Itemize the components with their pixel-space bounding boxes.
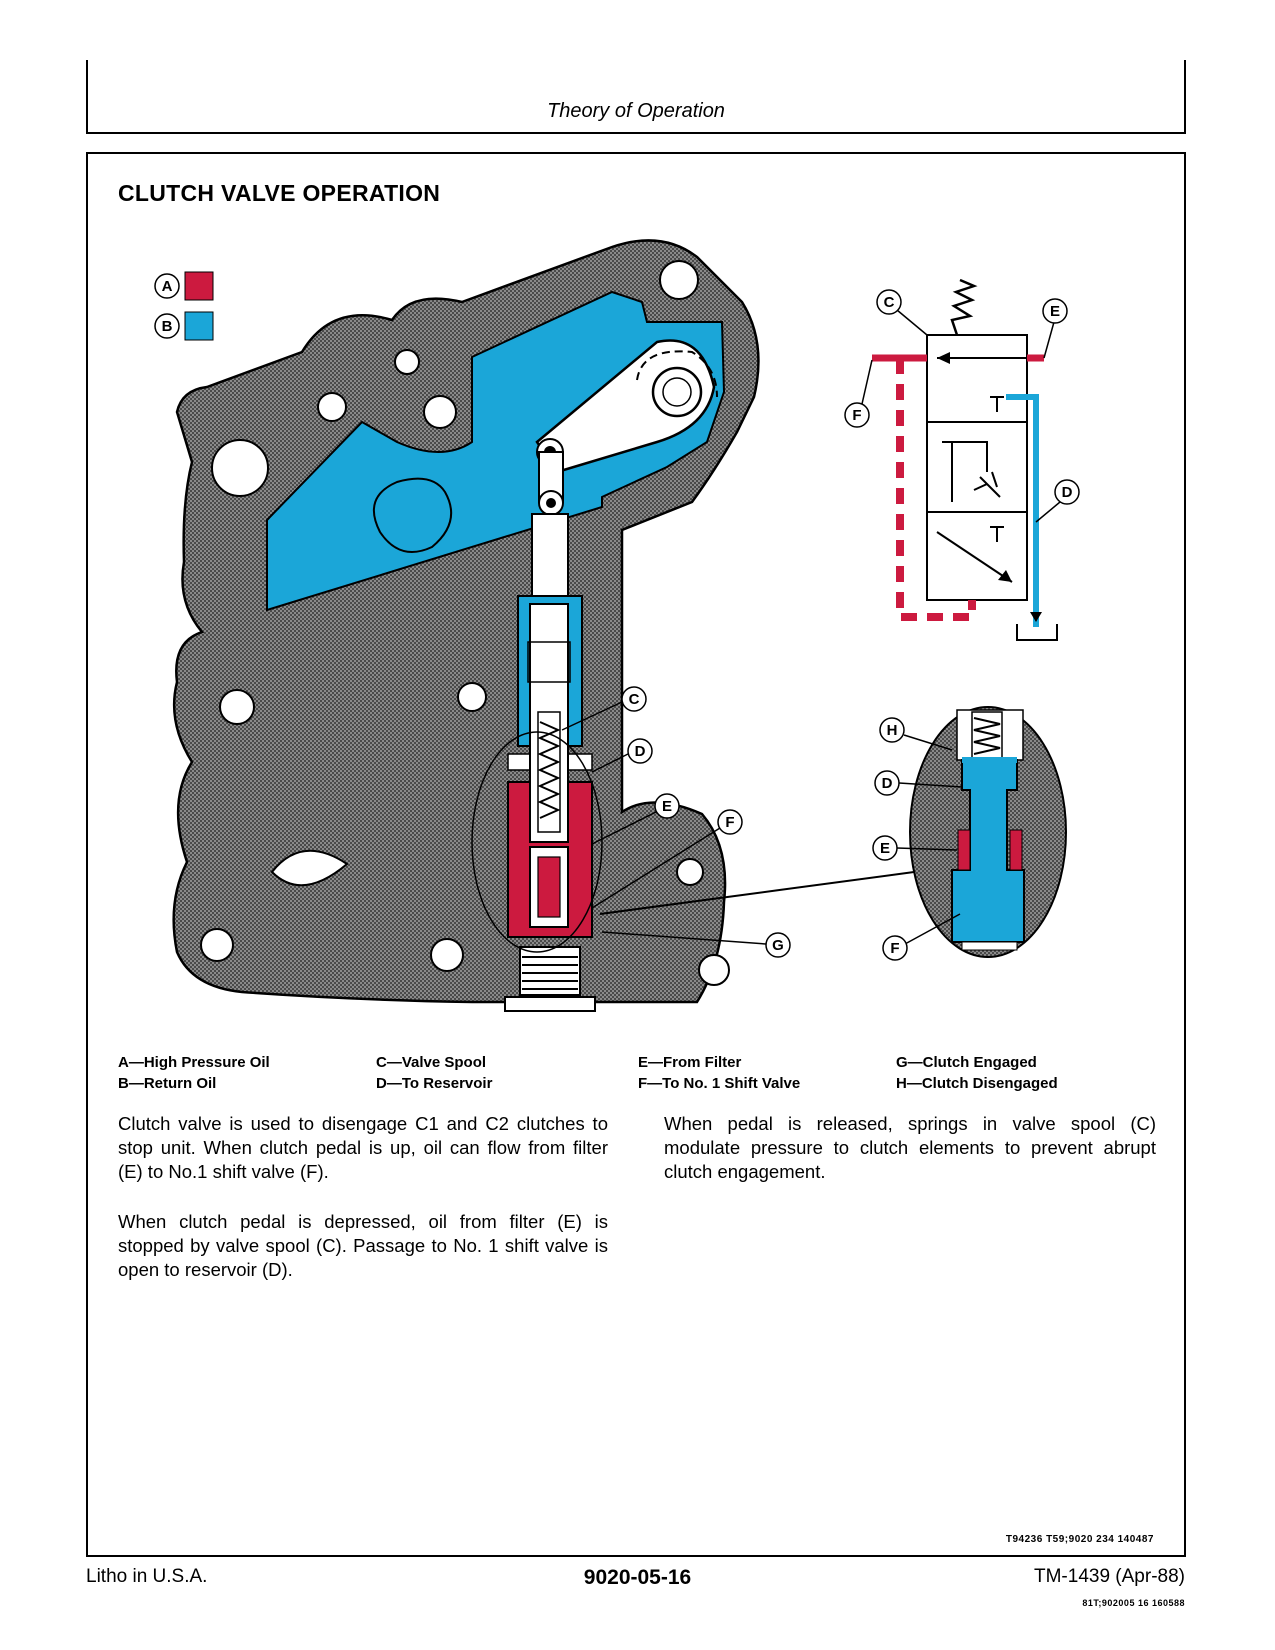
detail-callout-h: H — [887, 722, 898, 739]
legend-item: B—Return Oil — [118, 1075, 217, 1092]
callout-e: E — [662, 798, 672, 815]
schematic-callout-c: C — [884, 294, 895, 311]
cavity-keyhole — [372, 477, 453, 553]
housing-holes — [200, 260, 730, 986]
clutch-valve-diagram: A B — [154, 239, 1080, 1012]
footer-litho: Litho in U.S.A. — [86, 1566, 208, 1587]
legend-item: E—From Filter — [638, 1054, 742, 1071]
clutch-disengaged-detail: H D E F — [872, 706, 1067, 961]
legend-item: A—High Pressure Oil — [118, 1054, 270, 1071]
hydraulic-schematic: C E F D — [844, 278, 1080, 641]
legend-item: G—Clutch Engaged — [896, 1054, 1037, 1071]
detail-callout-e: E — [880, 840, 890, 857]
return-oil-cavity — [266, 290, 726, 612]
high-pressure-swatch — [184, 271, 214, 301]
callout-c: C — [629, 691, 640, 708]
return-oil-swatch — [184, 311, 214, 341]
legend-col-4: G—Clutch Engaged H—Clutch Disengaged — [896, 1052, 1058, 1094]
main-callouts: C D E F G — [561, 686, 791, 958]
left-text-column: Clutch valve is used to disengage C1 and… — [118, 1112, 608, 1308]
legend-item: F—To No. 1 Shift Valve — [638, 1075, 801, 1092]
paragraph: When clutch pedal is depressed, oil from… — [118, 1211, 608, 1280]
section-title: CLUTCH VALVE OPERATION — [118, 180, 441, 206]
clutch-engaged-highlight — [471, 731, 603, 953]
callout-f: F — [725, 814, 734, 831]
schematic-callout-e: E — [1050, 303, 1060, 320]
right-text-column: When pedal is released, springs in valve… — [664, 1112, 1156, 1210]
schematic-callout-f: F — [852, 407, 861, 424]
swatch-label-b: B — [162, 318, 173, 335]
valve-bore — [504, 513, 596, 1012]
color-key: A B — [154, 271, 214, 341]
footer-code: 81T;902005 16 160588 — [1082, 1598, 1185, 1608]
legend-col-2: C—Valve Spool D—To Reservoir — [376, 1052, 492, 1094]
swatch-label-a: A — [162, 278, 173, 295]
callout-g: G — [772, 937, 784, 954]
detail-leader-line — [599, 871, 915, 915]
legend-item: C—Valve Spool — [376, 1054, 487, 1071]
paragraph: Clutch valve is used to disengage C1 and… — [118, 1113, 608, 1182]
legend-item: H—Clutch Disengaged — [896, 1075, 1058, 1092]
manual-id: TM-1439 (Apr-88) — [1034, 1566, 1185, 1587]
legend-col-1: A—High Pressure Oil B—Return Oil — [118, 1052, 270, 1094]
detail-callout-d: D — [882, 775, 893, 792]
pedal-lever — [535, 339, 718, 516]
detail-callout-f: F — [890, 940, 899, 957]
page-number: 9020-05-16 — [583, 1566, 692, 1589]
legend-col-3: E—From Filter F—To No. 1 Shift Valve — [638, 1052, 800, 1094]
figure-code: T94236 T59;9020 234 140487 — [1005, 1534, 1154, 1545]
page-header: Theory of Operation — [86, 60, 1186, 134]
legend-item: D—To Reservoir — [376, 1075, 493, 1092]
header-title: Theory of Operation — [547, 100, 725, 122]
content-frame: CLUTCH VALVE OPERATION A B — [86, 152, 1186, 1557]
callout-d: D — [635, 743, 646, 760]
paragraph: When pedal is released, springs in valve… — [664, 1113, 1156, 1182]
schematic-callout-d: D — [1062, 484, 1073, 501]
